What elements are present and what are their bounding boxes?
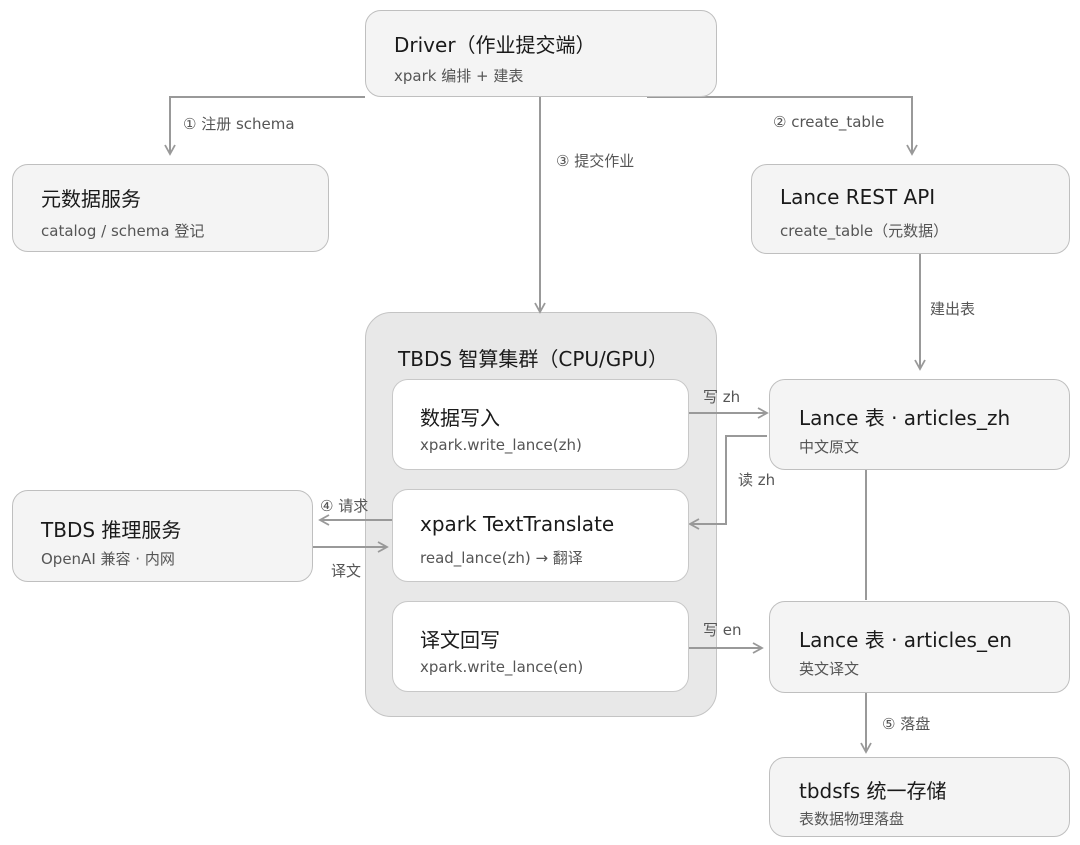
inference-service-box[interactable]: TBDS 推理服务 OpenAI 兼容 · 内网	[12, 490, 313, 582]
edge-label-register-schema: ① 注册 schema	[183, 115, 295, 133]
edge-label-create-table: ② create_table	[773, 113, 885, 131]
edge-register-schema	[164, 96, 365, 156]
metadata-service-subtitle: catalog / schema 登记	[41, 222, 205, 240]
edge-read-zh	[688, 435, 767, 530]
write-zh-box[interactable]: 数据写入 xpark.write_lance(zh)	[392, 379, 689, 470]
text-translate-box[interactable]: xpark TextTranslate read_lance(zh) → 翻译	[392, 489, 689, 582]
text-translate-title: xpark TextTranslate	[420, 512, 615, 536]
driver-subtitle: xpark 编排 + 建表	[394, 67, 524, 85]
inference-service-title: TBDS 推理服务	[41, 518, 182, 542]
lance-rest-api-box[interactable]: Lance REST API create_table（元数据）	[751, 164, 1070, 254]
write-zh-title: 数据写入	[420, 406, 500, 430]
text-translate-subtitle: read_lance(zh) → 翻译	[420, 549, 583, 567]
tbdsfs-storage-subtitle: 表数据物理落盘	[799, 810, 905, 828]
edge-create-table	[647, 96, 918, 156]
metadata-service-title: 元数据服务	[41, 187, 141, 211]
write-en-box[interactable]: 译文回写 xpark.write_lance(en)	[392, 601, 689, 692]
edge-label-request: ④ 请求	[320, 497, 369, 515]
lance-table-zh-title: Lance 表 · articles_zh	[799, 406, 1011, 430]
edge-label-submit-job: ③ 提交作业	[556, 152, 635, 170]
metadata-service-box[interactable]: 元数据服务 catalog / schema 登记	[12, 164, 329, 252]
edge-label-build-table: 建出表	[930, 300, 976, 318]
edge-label-land: ⑤ 落盘	[882, 715, 931, 733]
edge-label-read-zh: 读 zh	[738, 471, 776, 489]
edge-label-translation: 译文	[331, 562, 362, 580]
lance-table-en-box[interactable]: Lance 表 · articles_en 英文译文	[769, 601, 1070, 693]
write-en-subtitle: xpark.write_lance(en)	[420, 658, 584, 676]
inference-service-subtitle: OpenAI 兼容 · 内网	[41, 550, 175, 568]
edge-label-write-zh: 写 zh	[703, 388, 741, 406]
tbdsfs-storage-box[interactable]: tbdsfs 统一存储 表数据物理落盘	[769, 757, 1070, 837]
lance-rest-api-subtitle: create_table（元数据）	[780, 222, 949, 240]
driver-box[interactable]: Driver（作业提交端） xpark 编排 + 建表	[365, 10, 717, 97]
write-en-title: 译文回写	[420, 628, 500, 652]
lance-rest-api-title: Lance REST API	[780, 185, 936, 209]
tbdsfs-storage-title: tbdsfs 统一存储	[799, 779, 947, 803]
lance-table-en-title: Lance 表 · articles_en	[799, 628, 1012, 652]
edge-label-write-en: 写 en	[703, 621, 742, 639]
tbds-cluster-title: TBDS 智算集群（CPU/GPU）	[398, 347, 668, 371]
lance-table-zh-subtitle: 中文原文	[799, 438, 860, 456]
write-zh-subtitle: xpark.write_lance(zh)	[420, 436, 582, 454]
lance-table-en-subtitle: 英文译文	[799, 660, 860, 678]
driver-title: Driver（作业提交端）	[394, 33, 596, 57]
lance-table-zh-box[interactable]: Lance 表 · articles_zh 中文原文	[769, 379, 1070, 470]
